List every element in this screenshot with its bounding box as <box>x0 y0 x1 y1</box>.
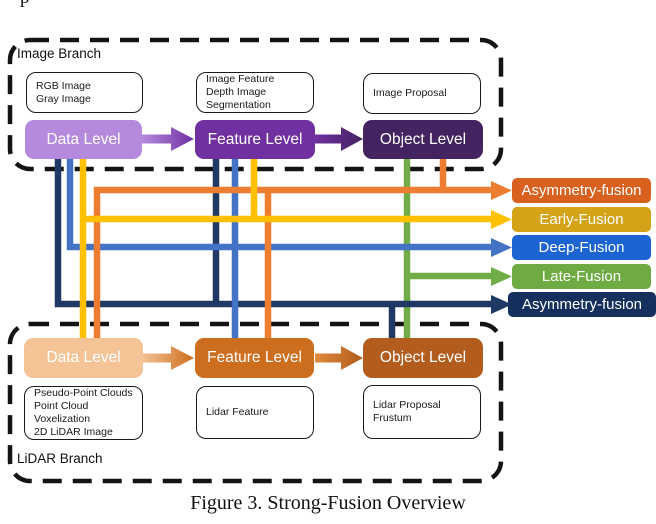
lidar-feature-items-box: Lidar Feature <box>196 386 314 439</box>
list-item: Segmentation <box>206 99 271 111</box>
image-data-to-feature-arrow <box>142 127 194 151</box>
image-object-items-box: Image Proposal <box>363 73 481 114</box>
level-label: Object Level <box>379 349 467 366</box>
fusion-label-late: Late-Fusion <box>512 263 651 289</box>
list-item: Frustum <box>373 412 412 424</box>
level-label: Object Level <box>379 130 467 148</box>
image-data-items-box: RGB Image Gray Image <box>26 72 143 113</box>
list-item: RGB Image <box>36 79 91 92</box>
blue-elbow-from-image-data <box>66 156 494 251</box>
lidar-object-level-box: Object Level <box>363 338 483 378</box>
lidar-branch-container <box>7 321 504 484</box>
level-label: Feature Level <box>207 130 303 148</box>
list-item: Voxelization <box>34 413 91 425</box>
deep-fusion-arrowhead <box>491 238 512 257</box>
level-label: Data Level <box>46 349 121 366</box>
fusion-label-text: Late-Fusion <box>541 267 622 285</box>
asymmetry-navy-connector <box>54 156 494 340</box>
fusion-label-text: Deep-Fusion <box>538 238 625 256</box>
cropped-text-artifact: p <box>20 0 30 9</box>
lidar-data-level-box: Data Level <box>24 338 143 378</box>
fusion-label-text: Asymmetry-fusion <box>521 295 643 313</box>
fusion-label-asymmetry-navy: Asymmetry-fusion <box>508 291 656 317</box>
asymmetry-navy-arrowhead <box>491 295 512 314</box>
fusion-label-text: Asymmetry-fusion <box>521 181 642 199</box>
list-item: Lidar Feature <box>206 406 269 418</box>
lidar-object-items-box: Lidar Proposal Frustum <box>363 385 481 439</box>
image-feature-items-box: Image Feature Depth Image Segmentation <box>196 72 314 113</box>
list-item: Image Feature <box>206 73 275 85</box>
early-fusion-arrowhead <box>491 210 512 229</box>
figure-caption: Figure 3. Strong-Fusion Overview <box>190 492 466 514</box>
list-item: Image Proposal <box>373 87 447 99</box>
list-item: Gray Image <box>36 92 91 105</box>
lidar-feature-to-object-arrow <box>315 346 363 370</box>
list-item: Lidar Proposal <box>373 399 441 411</box>
asymmetry-orange-connector <box>93 156 494 340</box>
asymmetry-orange-arrowhead <box>491 181 512 200</box>
level-label: Feature Level <box>207 349 302 366</box>
late-fusion-arrowhead <box>491 267 512 286</box>
fusion-label-deep: Deep-Fusion <box>512 234 651 260</box>
deep-fusion-connector <box>66 156 494 340</box>
lidar-feature-level-box: Feature Level <box>195 338 314 378</box>
image-feature-level-box: Feature Level <box>195 120 315 159</box>
image-object-level-box: Object Level <box>363 120 483 159</box>
fusion-label-asymmetry-orange: Asymmetry-fusion <box>512 177 651 203</box>
navy-elbow-from-image-data <box>54 156 494 308</box>
lidar-branch-title: LiDAR Branch <box>17 451 103 466</box>
image-feature-to-object-arrow <box>315 127 363 151</box>
lidar-data-to-feature-arrow <box>142 346 194 370</box>
fusion-label-early: Early-Fusion <box>512 206 651 232</box>
lidar-data-items-box: Pseudo-Point Clouds Point Cloud Voxeliza… <box>24 386 143 440</box>
list-item: Pseudo-Point Clouds <box>34 387 133 399</box>
list-item: 2D LiDAR Image <box>34 426 113 438</box>
early-fusion-connector <box>79 156 494 340</box>
orange-elbow-to-lidar-data <box>93 186 494 340</box>
list-item: Point Cloud <box>34 400 89 412</box>
fusion-label-text: Early-Fusion <box>539 210 624 228</box>
image-branch-title: Image Branch <box>17 46 102 61</box>
image-data-level-box: Data Level <box>25 120 142 159</box>
list-item: Depth Image <box>206 86 267 98</box>
level-label: Data Level <box>46 130 121 148</box>
